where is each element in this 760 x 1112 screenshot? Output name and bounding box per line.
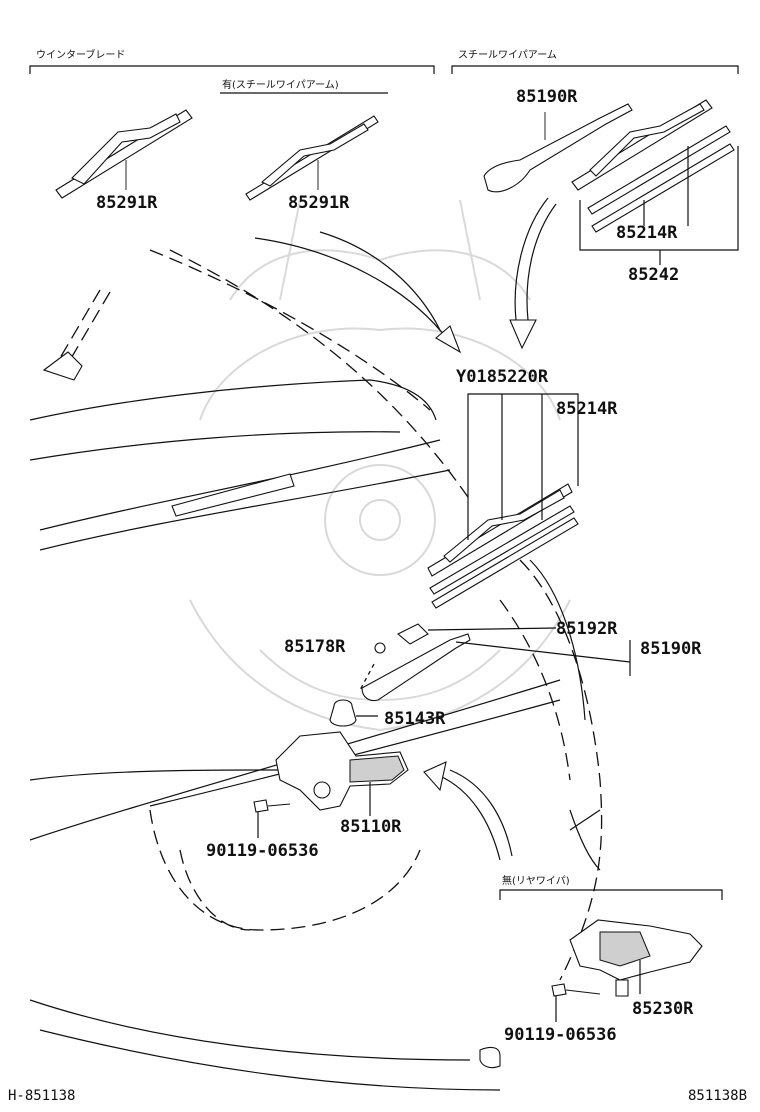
part-label-85214r-mid: 85214R [556, 399, 618, 419]
grommet-85143r [329, 699, 378, 727]
winter-blade-2 [245, 115, 379, 201]
steel-blade-top [571, 99, 735, 233]
rear-blade-assembly [427, 483, 579, 609]
part-label-85190r-top: 85190R [516, 87, 578, 107]
part-label-85178r: 85178R [284, 637, 346, 657]
footer-right-code: 851138B [688, 1088, 747, 1104]
part-label-85143r: 85143R [384, 709, 446, 729]
bolt-left [253, 799, 291, 838]
steel-arm-top [483, 103, 633, 193]
header-bracket-right [451, 65, 739, 74]
arrow-down-left [254, 231, 462, 354]
part-label-85192r: 85192R [556, 619, 618, 639]
watermark-emblem [189, 199, 571, 732]
part-label-bolt-a: 90119-06536 [206, 841, 319, 861]
bracket-y0185220r [467, 393, 579, 540]
footer-left-code: H-851138 [8, 1088, 75, 1104]
header-without-rear-wiper: 無(リヤワイパ) [502, 874, 570, 887]
header-steel-wiper-arm: スチールワイパアーム [458, 49, 557, 61]
bracket-no-rear-wiper [499, 889, 723, 900]
bolt-right [551, 983, 601, 1022]
part-label-85190r-mid: 85190R [640, 639, 702, 659]
part-label-85291r-a: 85291R [96, 193, 158, 213]
part-label-85291r-b: 85291R [288, 193, 350, 213]
arm-cap [397, 623, 557, 645]
bracket-85214r-top [579, 146, 739, 265]
pillar-detail [42, 289, 111, 381]
winter-blade-1 [55, 109, 193, 199]
part-label-y0185220r: Y0185220R [456, 367, 549, 387]
rear-arm [361, 633, 631, 702]
part-label-bolt-b: 90119-06536 [504, 1025, 617, 1045]
header-winter-blade: ウインターブレード [36, 48, 125, 61]
part-label-85214r-top: 85214R [616, 223, 678, 243]
arrow-up-left [423, 761, 513, 861]
header-bracket-left [29, 65, 435, 74]
car-body-outline [29, 249, 603, 1091]
header-with-steel-arm: 有(スチールワイパアーム) [222, 78, 339, 91]
part-label-85242: 85242 [628, 265, 679, 285]
part-label-85110r: 85110R [340, 817, 402, 837]
wiper-motor [275, 731, 409, 816]
nut-85178r [359, 642, 386, 691]
hole-plug [569, 919, 703, 997]
part-label-85230r: 85230R [632, 999, 694, 1019]
arrow-down-right [509, 197, 557, 350]
